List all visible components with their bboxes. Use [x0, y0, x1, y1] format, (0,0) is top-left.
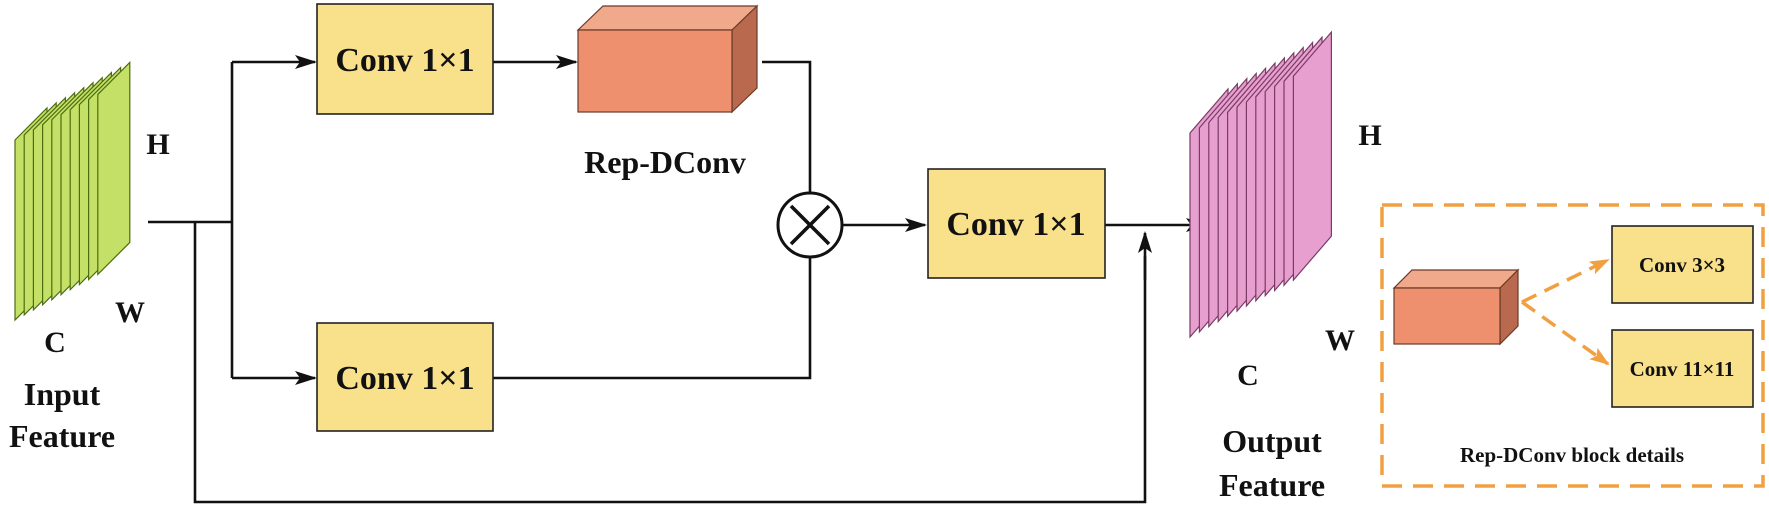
input-h-label: H [146, 128, 169, 161]
input-caption-line-1: Input [24, 376, 101, 412]
conv-3x3-label: Conv 3×3 [1639, 253, 1725, 277]
output-feature-sheet [1292, 30, 1333, 282]
rep-dconv-to-multiply-line [762, 60, 812, 194]
output-w-label: W [1325, 324, 1355, 357]
conv-bottom-to-multiply-line [493, 256, 812, 380]
conv-top-label: Conv 1×1 [335, 42, 474, 79]
input-feature-stack [14, 61, 131, 322]
conv-mid-label: Conv 1×1 [946, 206, 1085, 243]
inset-rep-block [1392, 268, 1520, 346]
rep-dconv-details-inset: Conv 3×3 Conv 11×11 Rep-DConv block deta… [1380, 203, 1765, 488]
connection-lines [148, 55, 1208, 504]
conv-11x11-box: Conv 11×11 [1611, 329, 1754, 408]
conv-11x11-label: Conv 11×11 [1630, 357, 1735, 381]
output-caption-line-1: Output [1222, 423, 1322, 459]
conv-top-box: Conv 1×1 [316, 3, 494, 115]
rep-dconv-label: Rep-DConv [584, 144, 746, 180]
arrow-to-conv-3x3 [1521, 258, 1610, 304]
output-c-label: C [1237, 359, 1259, 392]
rep-dconv-block [576, 4, 759, 114]
conv-bottom-box: Conv 1×1 [316, 322, 494, 432]
conv-3x3-box: Conv 3×3 [1611, 225, 1754, 304]
output-h-label: H [1358, 119, 1381, 152]
input-caption-line-2: Feature [9, 418, 115, 454]
output-caption-line-2: Feature [1219, 467, 1325, 503]
conv-bottom-label: Conv 1×1 [335, 360, 474, 397]
inset-caption: Rep-DConv block details [1460, 443, 1684, 467]
output-feature-stack [1189, 30, 1333, 339]
multiply-node [776, 191, 844, 259]
residual-connection-line [193, 222, 1147, 504]
arrow-to-conv-11x11 [1520, 300, 1610, 366]
input-c-label: C [44, 326, 66, 359]
input-feature-sheet [97, 61, 131, 276]
input-w-label: W [115, 296, 145, 329]
conv-mid-box: Conv 1×1 [927, 168, 1106, 279]
